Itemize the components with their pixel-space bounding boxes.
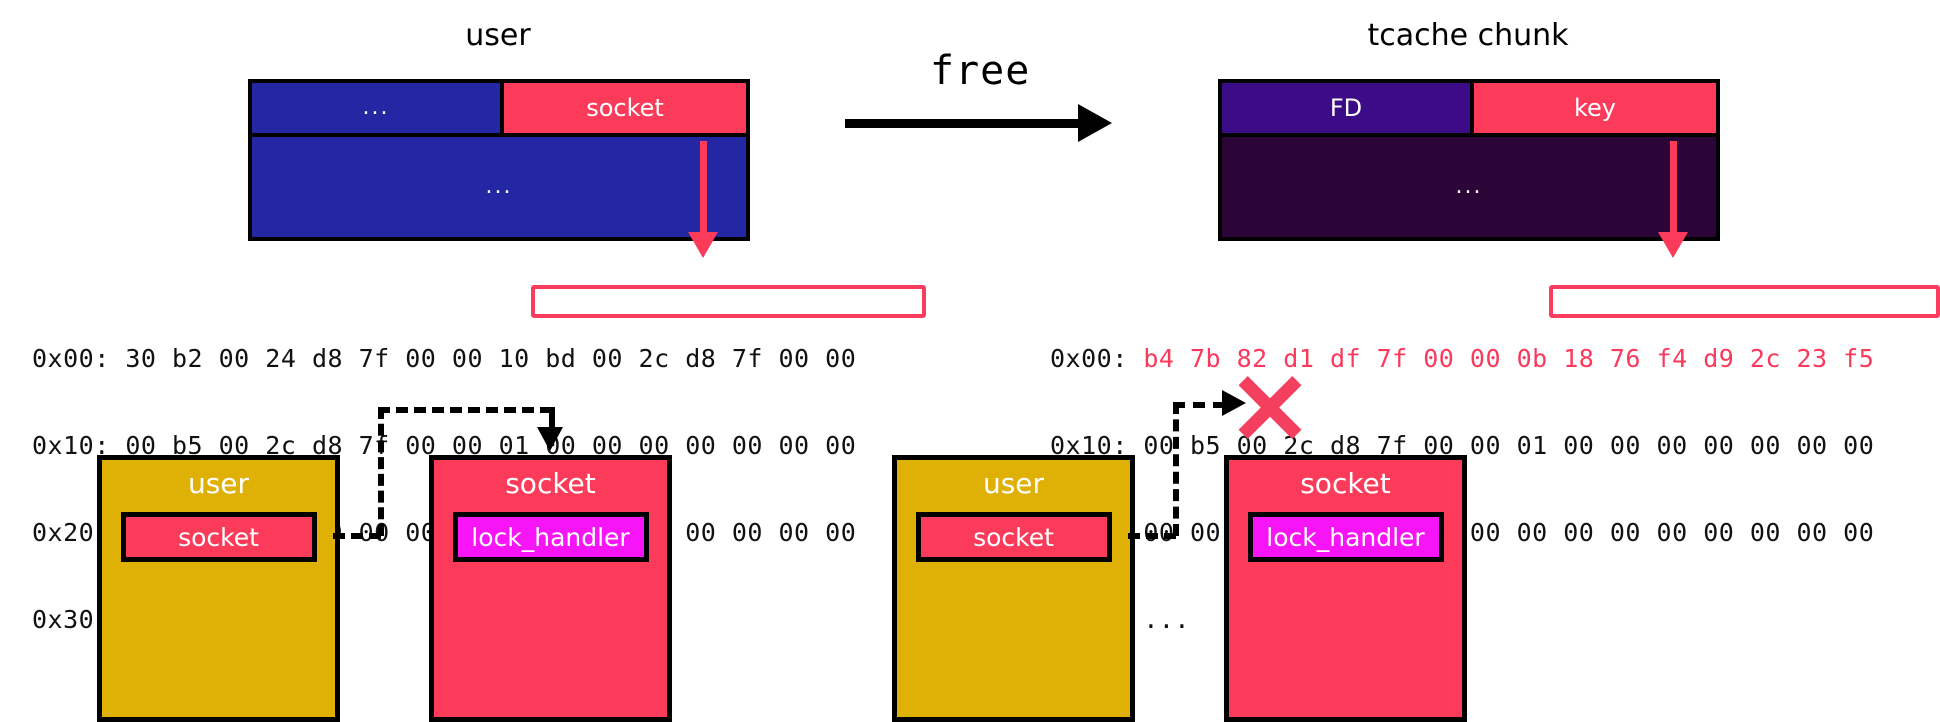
tcache-cell-body-label: ... (1455, 174, 1483, 199)
hex-plain: ... (1143, 605, 1190, 634)
hex-plain: 30 b2 00 24 d8 7f 00 00 (125, 344, 484, 373)
left-pointer-dash-vertical (378, 407, 384, 536)
tcache-cell-fd: FD (1222, 83, 1474, 133)
right-pointer-arrow-head (1658, 232, 1688, 258)
left-diagram-title: user (465, 18, 531, 53)
right-user-socket-field: socket (915, 512, 1112, 563)
left-pointer-dash-upper (378, 407, 552, 413)
left-user-socket-field: socket (120, 512, 317, 563)
right-pointer-dash-col (1173, 402, 1179, 536)
hex-plain: b4 7b 82 d1 df 7f 00 00 (1143, 344, 1502, 373)
tcache-memory-row-bottom: ... (1222, 137, 1716, 237)
right-diagram-title: tcache chunk (1367, 18, 1569, 53)
right-socket-object-box: socket lock_handler (1224, 455, 1467, 722)
left-user-object-box: user socket (97, 455, 340, 722)
hex-offset: 0x10: (32, 431, 110, 460)
tcache-memory-row-top: FD key (1222, 83, 1716, 137)
user-cell-ellipsis-label: ... (362, 95, 390, 120)
tcache-cell-key-label: key (1573, 94, 1616, 122)
hex-offset: 0x20: (32, 518, 110, 547)
hex-highlighted: 01 00 00 00 00 00 00 00 (1516, 431, 1875, 460)
right-pointer-dash-lower (1128, 533, 1176, 539)
right-pointer-dash-arrowhead (1222, 390, 1246, 416)
user-memory-block: ... socket ... (248, 79, 750, 241)
right-socket-lockhandler-field: lock_handler (1247, 512, 1444, 563)
user-memory-row-bottom: ... (252, 137, 746, 237)
right-pointer-dash-upper (1173, 402, 1225, 408)
free-arrow-shaft (845, 119, 1080, 128)
user-cell-ellipsis: ... (252, 83, 504, 133)
left-pointer-dash-down (549, 407, 555, 429)
left-pointer-dash-lower (333, 533, 381, 539)
user-cell-socket-label: socket (586, 94, 664, 122)
left-pointer-arrow-shaft (700, 141, 707, 236)
hex-offset: 0x30: (32, 605, 110, 634)
right-user-socket-field-label: socket (973, 522, 1054, 552)
right-socket-object-title: socket (1300, 467, 1391, 500)
left-pointer-arrow-head (688, 232, 718, 258)
free-arrow-head (1078, 104, 1112, 142)
free-transition-label: free (930, 48, 1031, 94)
right-socket-lockhandler-field-label: lock_handler (1266, 522, 1425, 552)
left-user-object-title: user (187, 467, 250, 500)
left-socket-object-box: socket lock_handler (429, 455, 672, 722)
user-cell-body: ... (252, 137, 746, 237)
broken-pointer-x-icon (1232, 369, 1308, 445)
user-cell-socket: socket (504, 83, 746, 133)
left-socket-lockhandler-field-label: lock_handler (471, 522, 630, 552)
hex-offset: 0x00: (1050, 344, 1128, 373)
tcache-cell-body: ... (1222, 137, 1716, 237)
hex-highlighted: 10 bd 00 2c d8 7f 00 00 (498, 344, 857, 373)
left-user-socket-field-label: socket (178, 522, 259, 552)
user-cell-body-label: ... (485, 174, 513, 199)
right-user-object-box: user socket (892, 455, 1135, 722)
tcache-memory-block: FD key ... (1218, 79, 1720, 241)
right-hexdump-line: 0x00: b4 7b 82 d1 df 7f 00 00 0b 18 76 f… (1050, 344, 1874, 373)
hex-highlighted: 0b 18 76 f4 d9 2c 23 f5 (1516, 344, 1875, 373)
hex-highlighted: 00 00 00 00 00 00 00 00 (1516, 518, 1875, 547)
left-socket-object-title: socket (505, 467, 596, 500)
tcache-cell-key: key (1474, 83, 1716, 133)
left-socket-lockhandler-field: lock_handler (452, 512, 649, 563)
tcache-cell-fd-label: FD (1329, 94, 1363, 122)
left-hexdump-line: 0x00: 30 b2 00 24 d8 7f 00 00 10 bd 00 2… (32, 344, 856, 373)
left-pointer-dash-arrowhead (537, 427, 563, 451)
user-memory-row-top: ... socket (252, 83, 746, 137)
right-pointer-arrow-shaft (1670, 141, 1677, 236)
hex-offset: 0x00: (32, 344, 110, 373)
right-user-object-title: user (982, 467, 1045, 500)
